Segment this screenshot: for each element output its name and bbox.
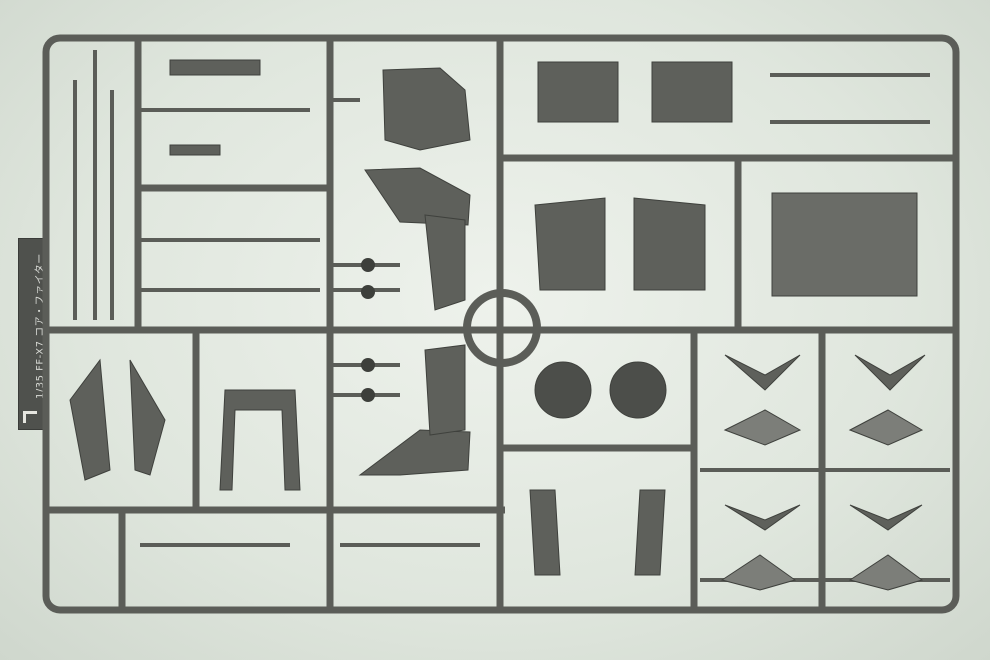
part-chevron-8 — [848, 554, 924, 591]
runner-gates — [73, 50, 950, 582]
part-chevron-6 — [849, 504, 923, 531]
part-grille-left — [537, 61, 619, 123]
part-wing-upper — [364, 167, 471, 226]
part-landing-gear-left — [529, 489, 561, 576]
part-chevron-5 — [724, 504, 801, 531]
sprue-ring — [463, 289, 541, 367]
part-small-1 — [169, 144, 221, 156]
part-fin-lower — [424, 344, 466, 436]
part-frame — [219, 389, 301, 491]
part-fin-upper — [424, 214, 466, 311]
kit-label-tab: 1/35 FF-X7 コア・ファイター — [18, 238, 46, 430]
part-chevron-1 — [724, 354, 801, 391]
part-arm-left — [69, 358, 111, 481]
part-wing-lower — [358, 429, 471, 476]
model-parts — [69, 59, 926, 591]
part-engine-right — [633, 197, 706, 291]
part-landing-gear-right — [634, 489, 666, 576]
part-chevron-2 — [854, 354, 926, 391]
sprue-frame — [42, 34, 960, 614]
part-engine-left — [534, 197, 606, 291]
part-chevron-3 — [723, 409, 802, 446]
part-chevron-4 — [848, 409, 924, 446]
small-knobs — [361, 258, 375, 402]
part-arm-right — [129, 359, 166, 476]
part-chevron-7 — [720, 554, 797, 591]
part-cockpit-block — [771, 192, 918, 297]
part-nozzle-right — [609, 361, 667, 419]
part-nose-cone — [382, 67, 471, 151]
part-nozzle-left — [534, 361, 592, 419]
part-small-2 — [169, 59, 261, 76]
manufacturer-logo — [23, 411, 37, 423]
part-grille-right — [651, 61, 733, 123]
